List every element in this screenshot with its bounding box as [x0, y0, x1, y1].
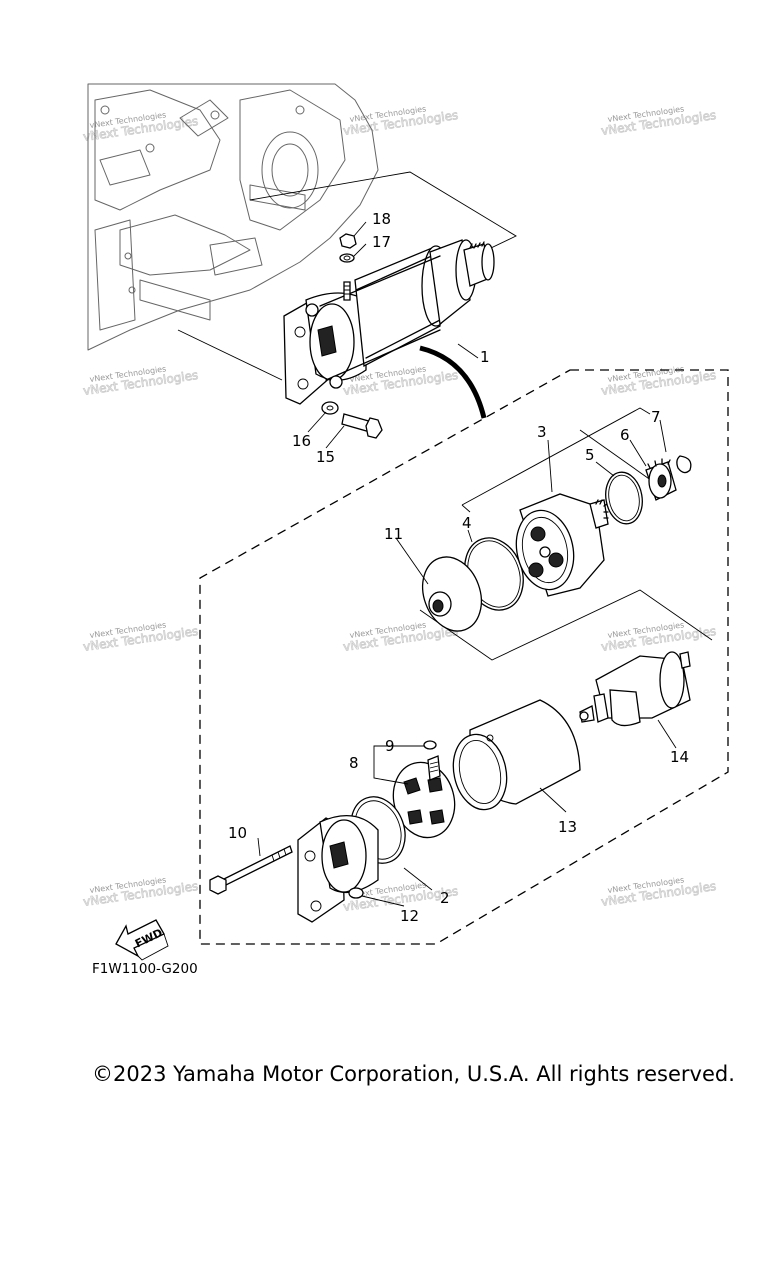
plate-11 — [422, 556, 482, 632]
nut-washer-stud — [339, 233, 357, 301]
engine-block — [87, 83, 379, 351]
brush-holder-8 — [392, 755, 456, 839]
callout-17: 17 — [372, 233, 391, 251]
callout-4: 4 — [462, 514, 472, 532]
callout-numbers: 1 2 3 4 5 6 7 8 9 10 11 12 13 14 15 16 1… — [228, 210, 689, 925]
pinion-gear-6 — [645, 458, 677, 501]
leader-lines — [257, 221, 677, 907]
yoke-13 — [452, 699, 581, 811]
part-code: F1W1100-G200 — [92, 961, 198, 977]
callout-18: 18 — [372, 210, 391, 228]
callout-5: 5 — [585, 446, 595, 464]
o-ring-5 — [605, 471, 643, 525]
callout-16: 16 — [292, 432, 311, 450]
installation-reference-lines — [177, 171, 517, 381]
armature-14 — [579, 651, 691, 727]
callout-7: 7 — [651, 408, 661, 426]
through-bolt-10 — [209, 845, 293, 895]
bolt-and-washer — [321, 401, 383, 439]
o-ring-12 — [348, 887, 364, 899]
callout-2: 2 — [440, 889, 450, 907]
starter-motor-assembly — [283, 239, 495, 419]
o-ring-9 — [423, 740, 437, 750]
callout-14: 14 — [670, 748, 689, 766]
gear-housing-3 — [515, 493, 609, 597]
callout-15: 15 — [316, 448, 335, 466]
callout-3: 3 — [537, 423, 547, 441]
circlip-7 — [676, 455, 692, 474]
callout-13: 13 — [558, 818, 577, 836]
forward-arrow-icon: FWD — [115, 919, 169, 961]
copyright-notice: ©2023 Yamaha Motor Corporation, U.S.A. A… — [92, 1062, 735, 1086]
callout-12: 12 — [400, 907, 419, 925]
rear-cover — [297, 815, 379, 923]
exploded-view-boundary — [199, 369, 729, 945]
callout-9: 9 — [385, 737, 395, 755]
callout-11: 11 — [384, 525, 403, 543]
callout-6: 6 — [620, 426, 630, 444]
callout-8: 8 — [349, 754, 359, 772]
callout-1: 1 — [480, 348, 490, 366]
callout-10: 10 — [228, 824, 247, 842]
o-ring-5-inner — [608, 474, 640, 522]
